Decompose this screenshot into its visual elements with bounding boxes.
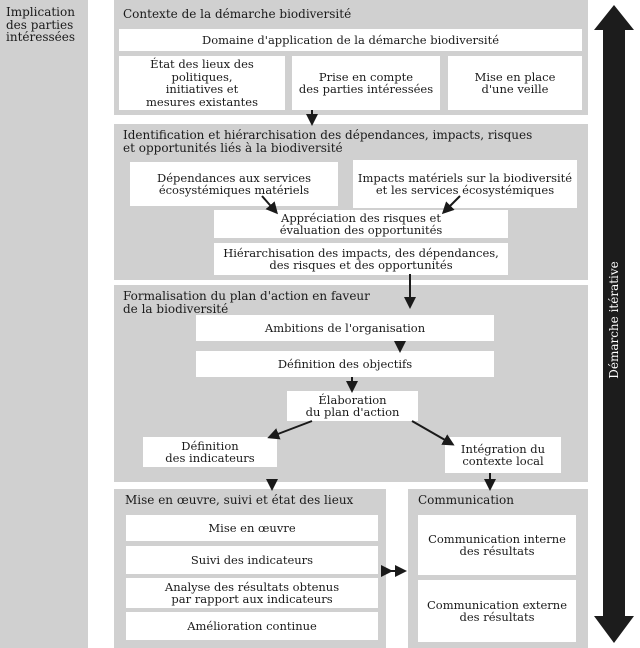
box-mise-en-oeuvre: Mise en œuvre [126,515,378,541]
box-objectifs: Définition des objectifs [196,351,494,377]
box-etat-des-lieux: État des lieux des politiques, initiativ… [119,56,285,110]
box-veille: Mise en place d'une veille [448,56,582,110]
arrow-elaboration-to-indicateurs [267,420,313,440]
box-ambitions: Ambitions de l'organisation [196,315,494,341]
panel-formalisation-title: Formalisation du plan d'action en faveur… [123,289,370,316]
iterative-label: Démarche itérative [607,261,621,379]
stakeholder-label: Implication des parties intéressées [6,5,76,44]
arrow-elaboration-to-integration [411,420,455,446]
box-impacts: Impacts matériels sur la biodiversité et… [353,160,577,208]
box-hierarchisation: Hiérarchisation des impacts, des dépenda… [214,243,508,275]
box-integration: Intégration du contexte local [445,437,561,473]
box-suivi: Suivi des indicateurs [126,546,378,574]
box-communication-externe: Communication externe des résultats [418,580,576,642]
box-amelioration: Amélioration continue [126,612,378,640]
box-domaine: Domaine d'application de la démarche bio… [119,29,582,51]
arrow-dependances-to-appreciation [261,195,278,215]
panel-mise-title: Mise en œuvre, suivi et état des lieux [125,493,354,507]
box-communication-interne: Communication interne des résultats [418,515,576,575]
box-elaboration: Élaboration du plan d'action [287,391,418,421]
box-indicateurs: Définition des indicateurs [143,437,277,467]
stakeholder-panel [0,0,88,648]
box-prise-en-compte: Prise en compte des parties intéressées [292,56,440,110]
box-dependances: Dépendances aux services écosystémiques … [130,162,338,206]
panel-identification-title: Identification et hiérarchisation des dé… [123,128,533,155]
panel-contexte-title: Contexte de la démarche biodiversité [123,7,352,21]
iterative-process-arrow [594,5,634,643]
box-appreciation: Appréciation des risques et évaluation d… [214,210,508,238]
panel-communication-title: Communication [418,493,514,507]
box-analyse: Analyse des résultats obtenus par rappor… [126,578,378,608]
arrow-impacts-to-appreciation [441,195,461,215]
